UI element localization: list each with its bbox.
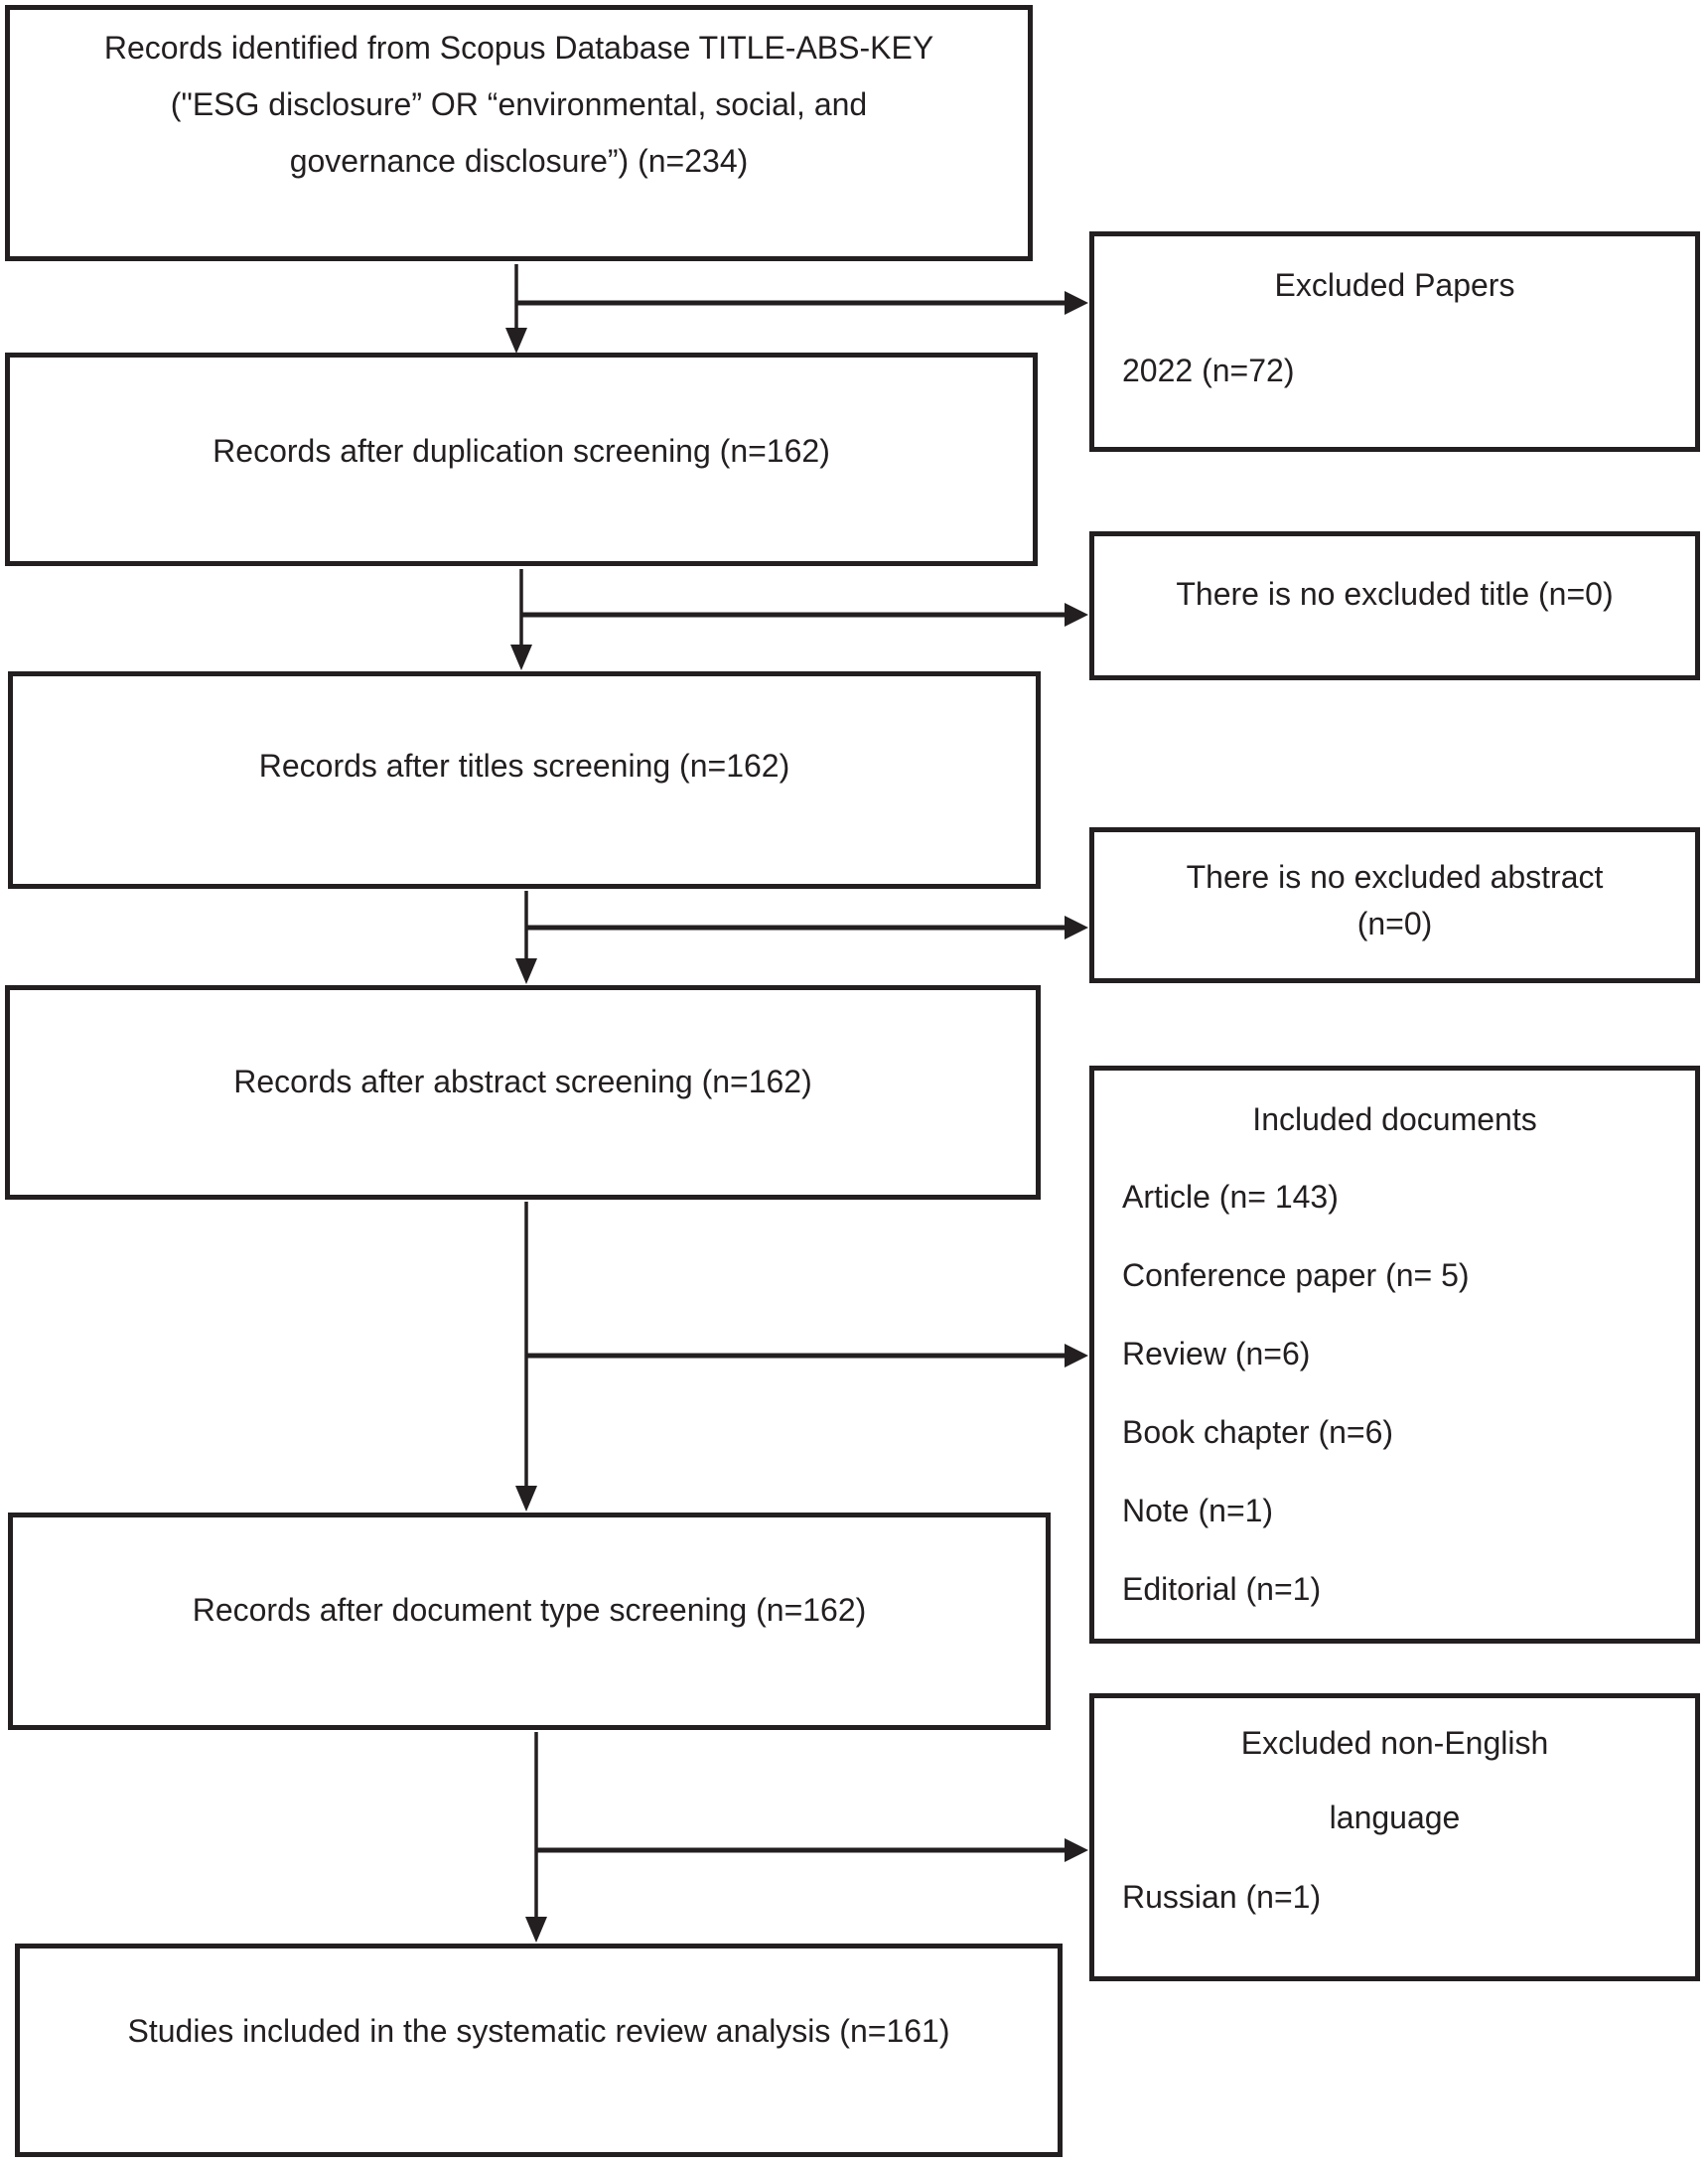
side-no-excluded-title: There is no excluded title (n=0) <box>1089 531 1700 680</box>
doc-type-item: Editorial (n=1) <box>1122 1571 1322 1607</box>
node-text-line: Records identified from Scopus Database … <box>103 30 934 66</box>
connector-titles-to-abstract <box>515 891 1088 984</box>
node-text-line: governance disclosure”) (n=234) <box>289 143 749 179</box>
side-excluded-language: Excluded non-English language Russian (n… <box>1089 1693 1700 1981</box>
doc-type-item: Conference paper (n= 5) <box>1122 1257 1470 1293</box>
node-records-identified: Records identified from Scopus Database … <box>5 5 1033 261</box>
node-records-duplication: Records after duplication screening (n=1… <box>5 353 1038 566</box>
node-records-titles: Records after titles screening (n=162) <box>8 671 1041 889</box>
connector-doctype-to-included <box>525 1732 1088 1943</box>
node-records-doctype: Records after document type screening (n… <box>8 1513 1051 1730</box>
side-box-text-line: There is no excluded abstract <box>1186 859 1604 895</box>
side-no-excluded-abstract: There is no excluded abstract (n=0) <box>1089 827 1700 983</box>
node-text: Records after document type screening (n… <box>192 1592 867 1628</box>
node-records-abstract: Records after abstract screening (n=162) <box>5 985 1041 1200</box>
node-text: Records after abstract screening (n=162) <box>233 1063 812 1099</box>
side-box-detail: 2022 (n=72) <box>1122 353 1295 388</box>
node-studies-included: Studies included in the systematic revie… <box>15 1944 1063 2157</box>
side-box-text: There is no excluded title (n=0) <box>1176 575 1614 612</box>
node-text: Records after titles screening (n=162) <box>258 748 790 784</box>
node-text: Records after duplication screening (n=1… <box>213 433 830 469</box>
side-box-title: Included documents <box>1252 1101 1537 1137</box>
side-box-detail: Russian (n=1) <box>1122 1879 1322 1915</box>
node-text-line: ("ESG disclosure” OR “environmental, soc… <box>170 86 868 122</box>
side-box-title: Excluded Papers <box>1274 267 1515 303</box>
connector-identified-to-duplication <box>505 264 1088 354</box>
side-box-title-line: Excluded non-English <box>1240 1725 1549 1761</box>
side-box-title-line: language <box>1329 1800 1461 1835</box>
connector-duplication-to-titles <box>510 569 1088 670</box>
side-excluded-papers: Excluded Papers 2022 (n=72) <box>1089 231 1700 452</box>
side-included-documents: Included documents Article (n= 143) Conf… <box>1089 1066 1700 1644</box>
doc-type-item: Article (n= 143) <box>1122 1179 1339 1215</box>
connector-abstract-to-doctype <box>515 1202 1088 1512</box>
doc-type-item: Note (n=1) <box>1122 1493 1274 1528</box>
doc-type-item: Book chapter (n=6) <box>1122 1414 1394 1450</box>
side-box-text-line: (n=0) <box>1356 906 1433 941</box>
node-text: Studies included in the systematic revie… <box>127 2013 950 2049</box>
doc-type-item: Review (n=6) <box>1122 1336 1311 1371</box>
